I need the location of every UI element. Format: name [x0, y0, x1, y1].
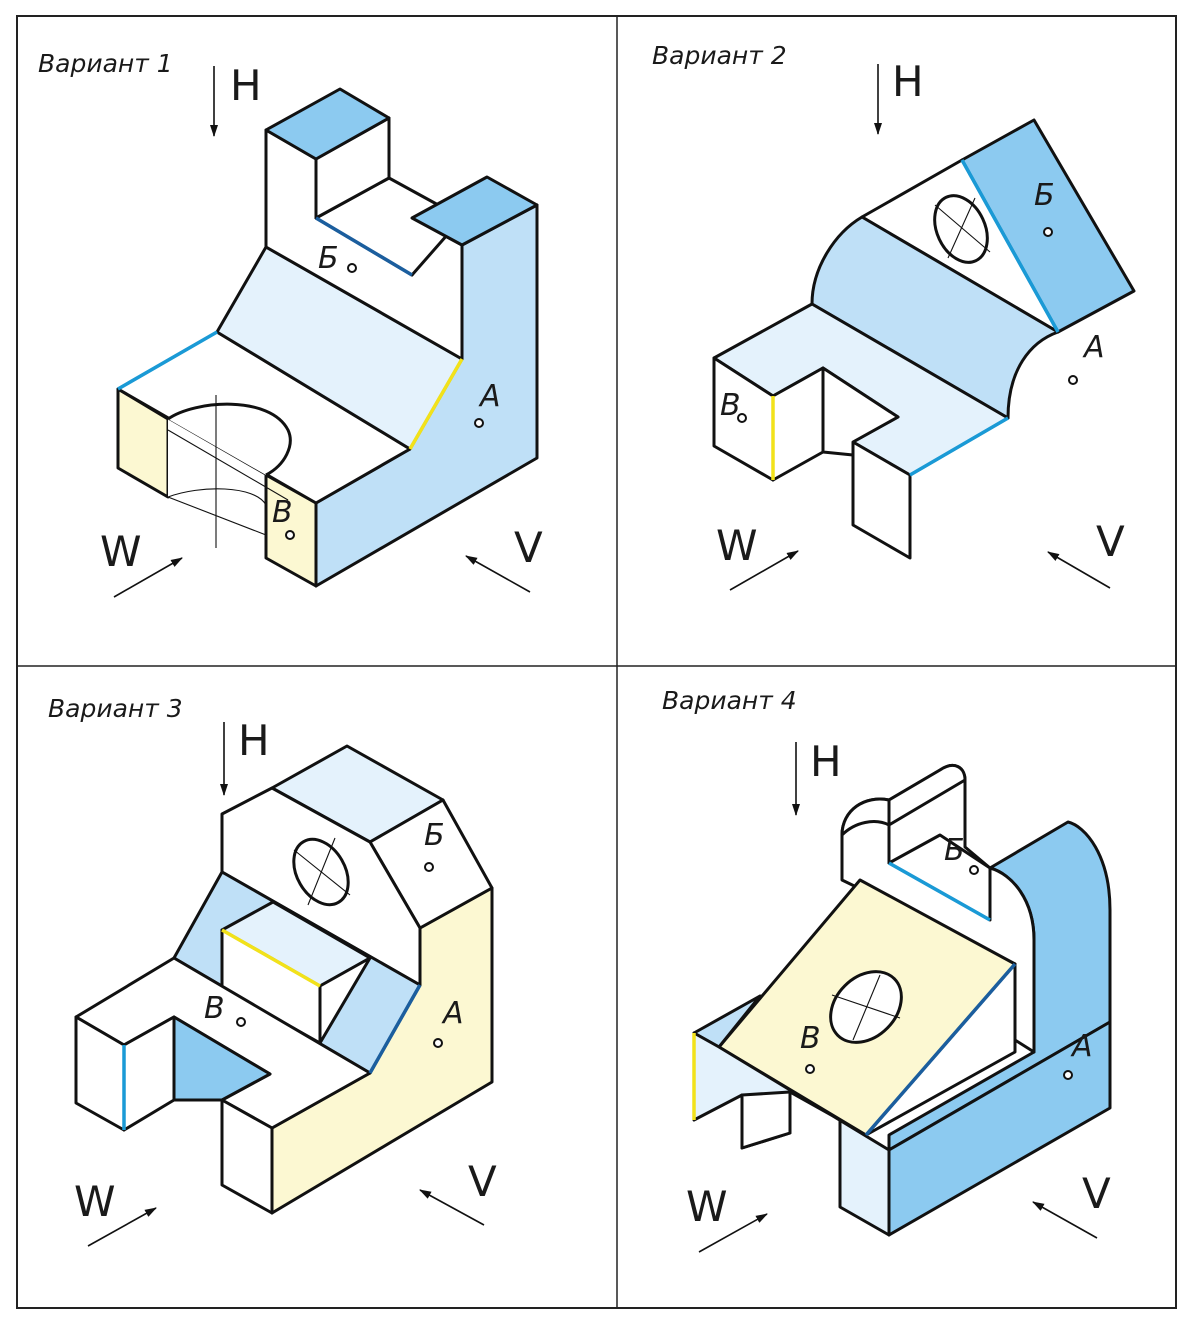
isometric-part	[116, 87, 539, 588]
h-projection-label: H	[230, 61, 262, 110]
point-label-b: Б	[944, 833, 965, 868]
w-direction-arrow	[87, 1207, 157, 1247]
outer-frame	[16, 15, 1177, 1309]
point-b-marker	[347, 263, 357, 273]
highlighted-edge-cyan	[960, 159, 1060, 333]
point-a-marker	[1068, 375, 1078, 385]
highlighted-edge-cyan	[117, 330, 218, 391]
left-pillar-top	[264, 87, 391, 161]
construction-line	[852, 974, 881, 1041]
panel-title: Вариант 2	[652, 41, 787, 70]
v-direction-arrow	[1032, 1201, 1098, 1239]
base-front-face	[851, 440, 912, 560]
w-projection-label: W	[100, 527, 142, 576]
slot-floor-face	[821, 366, 900, 457]
rounded-top-face	[840, 764, 967, 837]
point-label-a: А	[1070, 1029, 1093, 1064]
inner-block-side	[318, 956, 372, 1045]
point-label-b: Б	[1034, 178, 1055, 213]
panel-title: Вариант 3	[48, 694, 183, 723]
panel-variant-1: Вариант 1 H W V	[38, 49, 543, 598]
panel-title: Вариант 1	[38, 49, 173, 78]
highlighted-edge-navy	[315, 216, 413, 277]
highlighted-edge-navy	[864, 962, 1017, 1137]
v-projection-label: V	[514, 523, 543, 572]
point-label-c: В	[204, 991, 225, 1026]
w-projection-label: W	[716, 521, 758, 570]
point-label-b: Б	[424, 818, 445, 853]
w-projection-label: W	[686, 1182, 728, 1231]
point-label-c: В	[272, 495, 293, 530]
point-label-c: В	[720, 388, 741, 423]
point-c-marker	[285, 530, 295, 540]
v-projection-label: V	[1096, 517, 1125, 566]
isometric-part	[692, 764, 1112, 1237]
isometric-part	[712, 118, 1136, 560]
cutout-arc-lower	[167, 488, 267, 506]
point-c-marker	[805, 1064, 815, 1074]
point-c-marker	[236, 1017, 246, 1027]
v-direction-arrow	[1047, 551, 1111, 589]
highlighted-edge-navy	[368, 984, 422, 1074]
construction-line	[934, 204, 991, 253]
base-right-face	[887, 1020, 1112, 1237]
point-a-marker	[1063, 1070, 1073, 1080]
h-projection-label: H	[810, 737, 842, 786]
highlighted-edge-yellow	[221, 928, 321, 988]
w-direction-arrow	[113, 557, 183, 598]
point-b-marker	[1043, 227, 1053, 237]
point-label-a: А	[478, 379, 501, 414]
panel-variant-4: Вариант 4 H W V	[662, 686, 1112, 1253]
base-front-face	[692, 1031, 891, 1237]
v-projection-label: V	[1082, 1169, 1111, 1218]
h-projection-label: H	[892, 57, 924, 106]
v-projection-label: V	[468, 1157, 497, 1206]
point-b-marker	[969, 865, 979, 875]
isometric-part	[74, 744, 494, 1215]
w-direction-arrow	[698, 1213, 768, 1253]
highlighted-edge-cyan-lower	[909, 416, 1009, 477]
base-front-face	[220, 1098, 274, 1215]
h-projection-label: H	[238, 716, 270, 765]
point-a-marker	[474, 418, 484, 428]
right-pillar-top	[410, 175, 539, 247]
construction-line	[293, 849, 351, 896]
w-direction-arrow	[729, 550, 799, 591]
v-direction-arrow	[465, 555, 531, 593]
construction-line	[167, 496, 267, 536]
point-label-a: А	[441, 996, 464, 1031]
construction-line	[167, 429, 289, 501]
base-slot-face	[740, 1090, 792, 1150]
panel-title: Вариант 4	[662, 686, 797, 715]
panel-variant-3: Вариант 3 H W V	[48, 694, 497, 1247]
highlighted-edge-yellow	[408, 358, 464, 450]
point-label-b: Б	[318, 241, 339, 276]
v-direction-arrow	[419, 1189, 485, 1226]
w-projection-label: W	[74, 1177, 116, 1226]
construction-line	[307, 837, 336, 906]
point-c-marker	[737, 413, 747, 423]
cylindrical-cutout	[167, 402, 292, 477]
point-label-a: А	[1082, 330, 1105, 365]
highlighted-edge-cyan	[888, 861, 991, 922]
point-label-c: В	[800, 1021, 821, 1056]
panel-variant-2: Вариант 2 H W V	[652, 41, 1136, 591]
point-b-marker	[424, 862, 434, 872]
construction-line	[947, 197, 976, 259]
point-a-marker	[433, 1038, 443, 1048]
construction-line	[831, 994, 901, 1019]
